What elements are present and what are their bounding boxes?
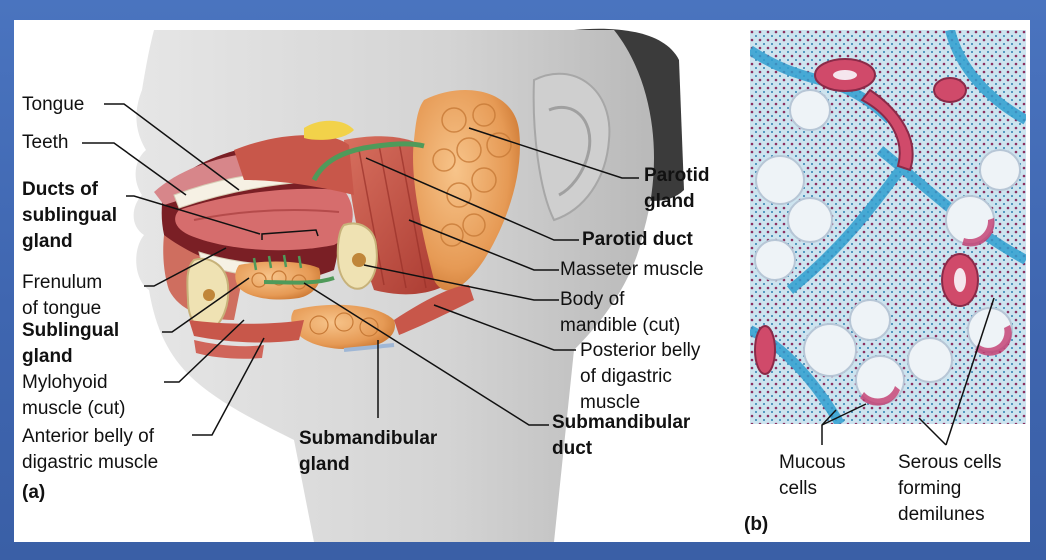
figure-panel: Tongue Teeth Ducts of sublingual gland F… xyxy=(14,20,1030,542)
label-ducts-sublingual: Ducts of sublingual gland xyxy=(22,177,117,255)
label-tongue: Tongue xyxy=(22,92,84,118)
label-parotid-gland-line2: gland xyxy=(644,189,709,215)
panel-b-tag: (b) xyxy=(744,512,768,538)
panel-a-tag: (a) xyxy=(22,480,45,506)
leader-lines xyxy=(14,20,1030,542)
label-mandible: Body of mandible (cut) xyxy=(560,287,680,339)
label-ducts-line1: Ducts of xyxy=(22,177,117,203)
label-teeth: Teeth xyxy=(22,130,68,156)
label-parotid-gland-line1: Parotid xyxy=(644,163,709,189)
label-mandible-line1: Body of xyxy=(560,287,680,313)
label-masseter: Masseter muscle xyxy=(560,257,704,283)
label-frenulum: Frenulum of tongue xyxy=(22,270,102,322)
label-serous-line1: Serous cells xyxy=(898,450,1002,476)
label-ducts-line3: gland xyxy=(22,229,117,255)
label-frenulum-line1: Frenulum xyxy=(22,270,102,296)
label-serous-line3: demilunes xyxy=(898,502,1002,528)
label-serous-cells: Serous cells forming demilunes xyxy=(898,450,1002,528)
label-posterior-line2: of digastric xyxy=(580,364,700,390)
label-sublingual-gland: Sublingual gland xyxy=(22,318,119,370)
label-anterior-digastric: Anterior belly of digastric muscle xyxy=(22,424,158,476)
label-ducts-line2: sublingual xyxy=(22,203,117,229)
label-mylohyoid-line1: Mylohyoid xyxy=(22,370,125,396)
label-posterior-digastric: Posterior belly of digastric muscle xyxy=(580,338,700,416)
label-anterior-line2: digastric muscle xyxy=(22,450,158,476)
label-submandibular-duct-line1: Submandibular xyxy=(552,410,690,436)
label-submandibular-gland-line1: Submandibular xyxy=(299,426,437,452)
label-serous-line2: forming xyxy=(898,476,1002,502)
label-submandibular-gland: Submandibular gland xyxy=(299,426,437,478)
label-submandibular-duct: Submandibular duct xyxy=(552,410,690,462)
label-mucous-line2: cells xyxy=(779,476,846,502)
label-mylohyoid-line2: muscle (cut) xyxy=(22,396,125,422)
label-sublingual-line1: Sublingual xyxy=(22,318,119,344)
label-anterior-line1: Anterior belly of xyxy=(22,424,158,450)
label-mucous-cells: Mucous cells xyxy=(779,450,846,502)
label-parotid-duct: Parotid duct xyxy=(582,227,693,253)
label-mucous-line1: Mucous xyxy=(779,450,846,476)
label-submandibular-duct-line2: duct xyxy=(552,436,690,462)
label-posterior-line1: Posterior belly xyxy=(580,338,700,364)
label-sublingual-line2: gland xyxy=(22,344,119,370)
label-mandible-line2: mandible (cut) xyxy=(560,313,680,339)
label-parotid-gland: Parotid gland xyxy=(644,163,709,215)
label-mylohyoid: Mylohyoid muscle (cut) xyxy=(22,370,125,422)
label-submandibular-gland-line2: gland xyxy=(299,452,437,478)
